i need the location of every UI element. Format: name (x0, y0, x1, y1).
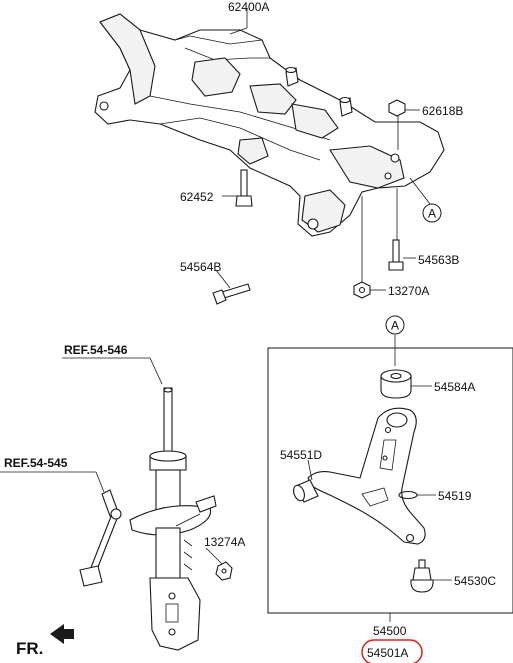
ball-joint-54530c (410, 559, 452, 593)
crossmember-subframe (94, 13, 445, 237)
label-13270a[interactable]: 13270A (388, 284, 429, 298)
ref-label-54-545[interactable]: REF.54-545 (4, 456, 68, 470)
label-54519[interactable]: 54519 (438, 489, 472, 503)
label-54500[interactable]: 54500 (373, 624, 407, 638)
lower-arm-group-box (267, 347, 513, 614)
label-62400a[interactable]: 62400A (228, 0, 269, 14)
label-54501a[interactable]: 54501A (367, 646, 408, 660)
ref-label-54-546[interactable]: REF.54-546 (64, 343, 128, 357)
marker-a-lower-arm: A (385, 315, 405, 335)
strut-assembly (62, 357, 217, 651)
bolt-54563b (388, 239, 416, 271)
bolt-54564b (212, 269, 251, 305)
highlight-ring (361, 639, 423, 663)
label-54530c[interactable]: 54530C (454, 574, 496, 588)
label-54584a[interactable]: 54584A (434, 380, 475, 394)
label-54563b[interactable]: 54563B (418, 253, 459, 267)
bolt-62452 (222, 169, 253, 207)
bushing-54551d (293, 459, 319, 503)
bolt-62618b (388, 99, 420, 117)
svg-text:A: A (391, 319, 399, 333)
nut-13274a (205, 547, 233, 581)
front-marker-label: FR. (16, 639, 43, 658)
stabilizer-link (0, 471, 122, 587)
label-54564b[interactable]: 54564B (180, 260, 221, 274)
label-54551d[interactable]: 54551D (280, 448, 322, 462)
svg-text:A: A (428, 207, 436, 221)
label-62452[interactable]: 62452 (180, 190, 214, 204)
front-arrow-icon (50, 624, 74, 644)
lower-control-arm (307, 407, 426, 545)
marker-a-crossmember: A (422, 203, 442, 223)
nut-13270a (353, 196, 386, 299)
label-62618b[interactable]: 62618B (422, 104, 463, 118)
label-13274a[interactable]: 13274A (204, 535, 245, 549)
snap-ring-54519 (398, 490, 436, 500)
bushing-54584a (380, 369, 432, 399)
